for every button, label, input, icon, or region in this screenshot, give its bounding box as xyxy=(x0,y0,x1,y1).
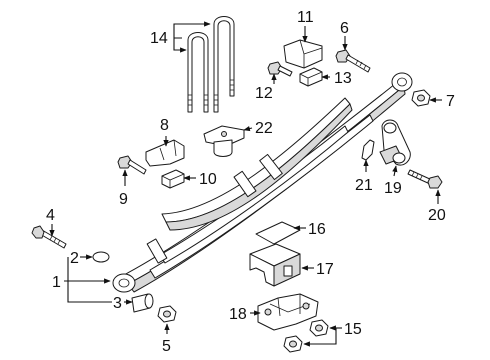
bump-stop-22-hole xyxy=(221,131,227,137)
spring-front-eye-bore xyxy=(118,278,130,288)
bolt-4-thread xyxy=(49,235,61,245)
bolt-12-head xyxy=(267,61,283,75)
leader-19 xyxy=(392,165,398,177)
callout-9: 9 xyxy=(119,191,128,208)
u-bolt-plate-18 xyxy=(257,293,319,331)
u-bolts xyxy=(187,16,235,113)
leaf-clip-right xyxy=(259,153,283,181)
leaf-clip-center xyxy=(233,170,257,198)
bracket-11-fold xyxy=(299,39,323,68)
u-bolt-left-thread xyxy=(188,94,208,106)
bracket-11-body xyxy=(283,39,323,69)
bracket-8-body xyxy=(145,139,185,167)
callout-8: 8 xyxy=(160,117,169,134)
leaf-clip-left xyxy=(146,238,168,264)
callout-11: 11 xyxy=(297,9,314,26)
block-17-front xyxy=(249,253,275,287)
bracket-11 xyxy=(283,39,323,69)
bracket-8-fold xyxy=(159,139,177,161)
eye-plug-2 xyxy=(92,251,110,263)
nuts-15 xyxy=(283,319,329,353)
plate-18-hole-2 xyxy=(302,302,310,310)
callout-7: 7 xyxy=(446,93,455,110)
callout-20: 20 xyxy=(428,207,446,224)
callout-15: 15 xyxy=(344,321,362,338)
bolt-20-head xyxy=(427,175,443,189)
bolt-6 xyxy=(335,49,371,73)
bushing-3-end xyxy=(144,293,154,309)
bolt-12 xyxy=(267,61,293,77)
block-17-dowel xyxy=(283,265,293,277)
shackle-19 xyxy=(379,119,411,166)
u-bolt-right-thread xyxy=(214,79,234,106)
plate-18-hole-1 xyxy=(264,308,272,316)
spacer-10 xyxy=(161,169,185,189)
spacer-13-edge xyxy=(299,71,323,86)
bolt-9-head xyxy=(117,155,133,169)
leaf-spring-assembly xyxy=(112,72,413,293)
callout-14: 14 xyxy=(150,30,168,47)
callout-16: 16 xyxy=(308,221,326,238)
bolt-9-shank xyxy=(127,159,147,175)
u-bolt-left xyxy=(187,32,209,113)
spring-front-eye xyxy=(112,273,136,293)
nut-5 xyxy=(157,305,177,323)
insulator-pad-16 xyxy=(255,221,301,245)
leader-22 xyxy=(243,125,253,132)
insert-21-body xyxy=(361,139,375,161)
nut-7 xyxy=(411,89,431,107)
bolt-4-head xyxy=(31,225,45,239)
callout-22: 22 xyxy=(255,120,273,137)
bolt-6-thread xyxy=(355,59,367,70)
callout-21: 21 xyxy=(355,177,373,194)
callout-5: 5 xyxy=(162,338,171,355)
bushing-3 xyxy=(131,293,154,313)
callout-12: 12 xyxy=(255,85,273,102)
callout-6: 6 xyxy=(340,20,349,37)
spring-rear-eye-bore xyxy=(397,77,407,87)
leader-15-bracket xyxy=(303,328,337,347)
callout-2: 2 xyxy=(70,250,79,267)
bolt-20 xyxy=(407,169,443,189)
spring-overload-leaf-2 xyxy=(165,103,353,231)
leader-1-bracket xyxy=(67,257,112,303)
shackle-19-upper-eye xyxy=(383,122,397,134)
nut-5-hole xyxy=(163,310,171,318)
bolt-9 xyxy=(117,155,147,175)
nut-15-a-hole xyxy=(315,324,323,332)
bump-stop-22 xyxy=(203,125,245,157)
insert-21 xyxy=(361,139,375,161)
callout-13: 13 xyxy=(334,70,352,87)
callout-17: 17 xyxy=(316,261,334,278)
bolt-20-thread xyxy=(411,171,423,181)
leader-lines xyxy=(49,21,442,347)
bolt-6-shank xyxy=(345,54,371,73)
spacer-13 xyxy=(299,67,323,87)
spring-rear-eye xyxy=(391,72,413,92)
callout-10: 10 xyxy=(199,171,217,188)
callout-1: 1 xyxy=(52,274,61,291)
bolt-12-shank xyxy=(277,65,293,77)
callout-3: 3 xyxy=(113,295,122,312)
bolt-4 xyxy=(31,225,67,249)
shackle-19-lower-eye xyxy=(392,152,406,164)
callout-4: 4 xyxy=(46,207,55,224)
spacer-10-edge xyxy=(161,173,185,188)
nut-15-b-hole xyxy=(289,340,297,348)
bracket-8 xyxy=(145,139,185,167)
callout-18: 18 xyxy=(229,306,247,323)
bump-stop-22-pad xyxy=(213,139,233,157)
u-bolt-right xyxy=(213,16,235,113)
callout-19: 19 xyxy=(384,180,402,197)
callout-labels: 14 11 6 12 13 7 8 22 9 10 21 19 20 4 16 … xyxy=(46,9,455,355)
spacer-block-17 xyxy=(249,243,301,287)
nut-7-hole xyxy=(417,94,425,102)
